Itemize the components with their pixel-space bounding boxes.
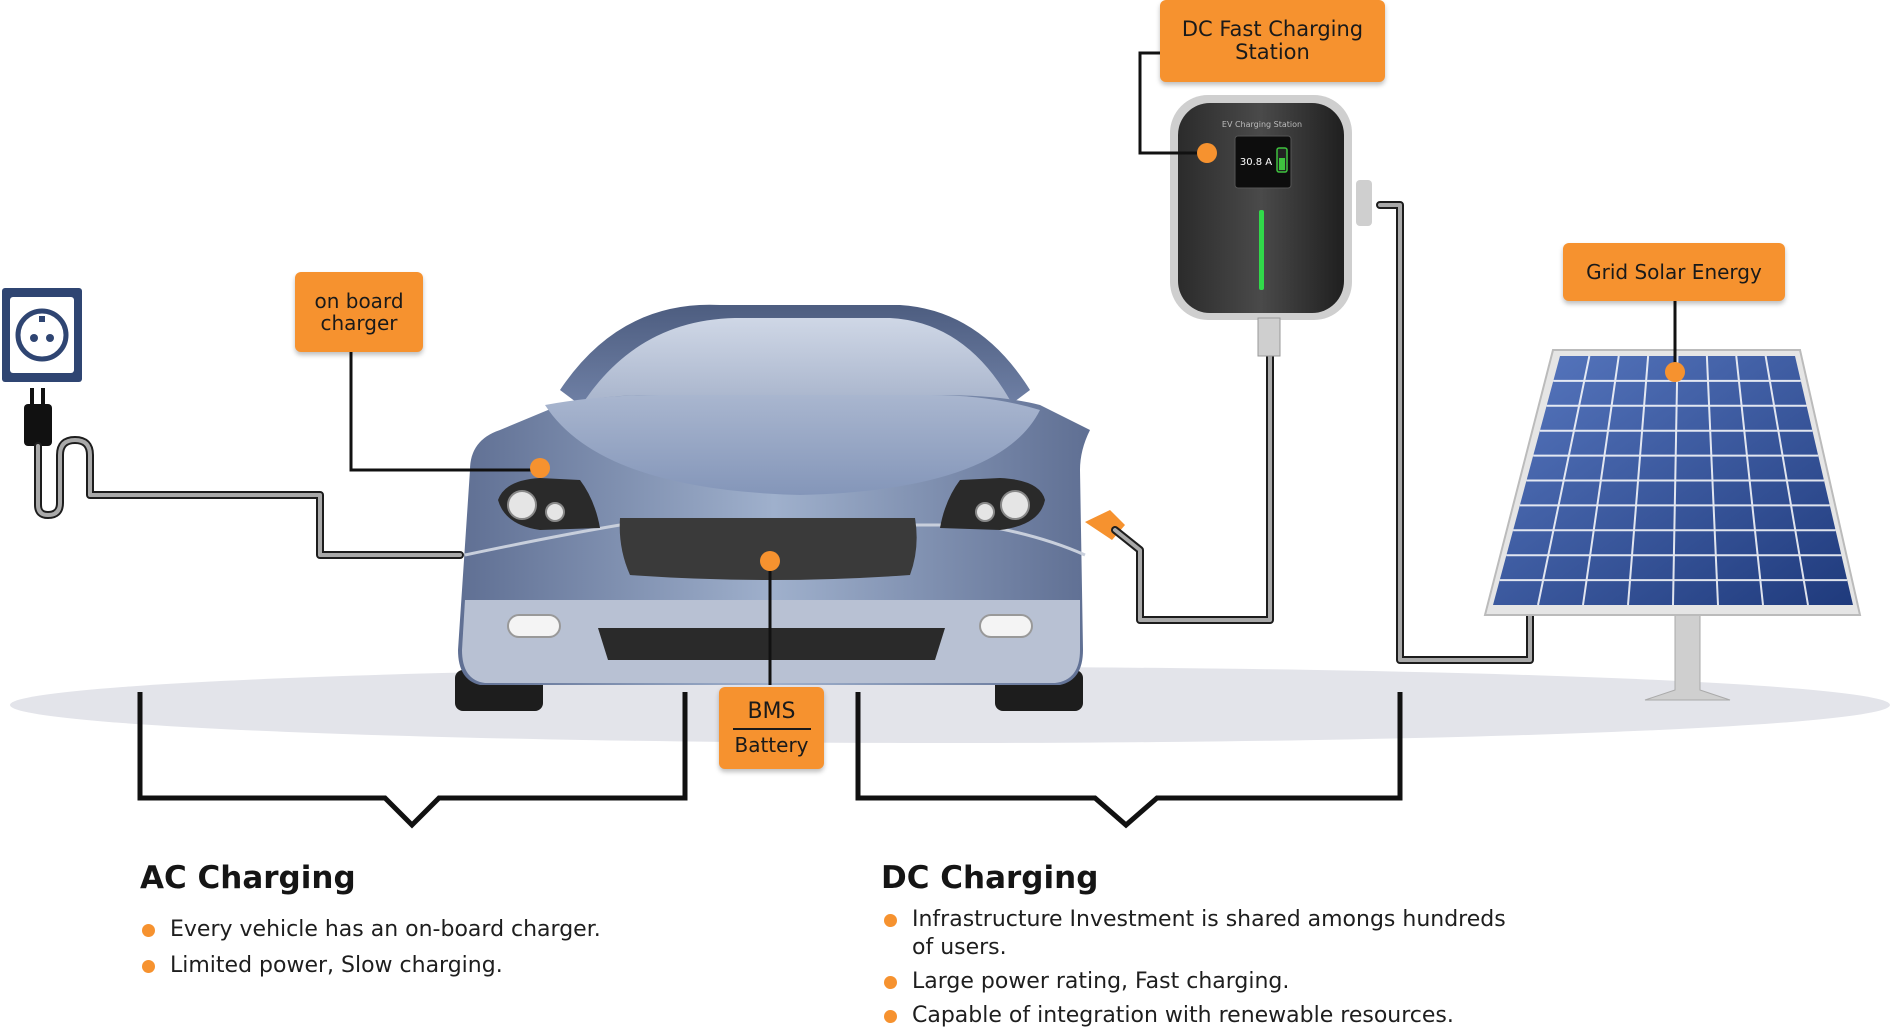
ac-brace (137, 692, 688, 829)
marker-dc-station (1197, 143, 1217, 163)
callout-bms-line2: Battery (734, 733, 809, 758)
bullet-dot (142, 960, 155, 973)
bullet-dot (142, 924, 155, 937)
bullet-dot (884, 914, 897, 927)
list-item: Large power rating, Fast charging. (884, 968, 1584, 996)
callout-dc-station-line1: DC Fast Charging (1181, 16, 1364, 41)
callout-solar: Grid Solar Energy (1563, 243, 1785, 301)
plug-icon (24, 388, 52, 446)
callout-solar-label: Grid Solar Energy (1586, 260, 1762, 284)
callout-onboard-line1: on board (314, 289, 404, 313)
bullet-dot (884, 1010, 897, 1023)
car-front (455, 304, 1125, 711)
dc-brace (855, 692, 1403, 829)
station-status-light (1259, 210, 1264, 290)
charging-station: EV Charging Station 30.8 A (1170, 95, 1372, 357)
solar-panel (1483, 349, 1862, 701)
marker-onboard (530, 458, 550, 478)
list-item: Infrastructure Investment is shared amon… (884, 906, 1584, 962)
wall-socket-icon (2, 288, 82, 382)
dc-bullets: Infrastructure Investment is shared amon… (884, 906, 1584, 1030)
bullet-dot (884, 976, 897, 989)
list-item: Limited power, Slow charging. (142, 952, 702, 980)
callout-bms: BMS Battery (719, 687, 824, 769)
station-current: 30.8 A (1240, 157, 1272, 168)
callout-dc-station-line2: Station (1235, 40, 1310, 64)
marker-solar (1665, 362, 1685, 382)
callout-onboard-charger: on board charger (295, 272, 423, 352)
dc-charging-title: DC Charging (881, 860, 1099, 896)
list-item: Every vehicle has an on-board charger. (142, 916, 702, 944)
marker-bms (760, 551, 780, 571)
ac-cable (34, 436, 464, 559)
list-item: Capable of integration with renewable re… (884, 1002, 1584, 1030)
callout-dc-station: DC Fast Charging Station (1160, 0, 1385, 82)
ac-bullets: Every vehicle has an on-board charger. L… (142, 916, 702, 980)
ac-charging-title: AC Charging (140, 860, 356, 896)
callout-bms-line1: BMS (747, 698, 796, 724)
station-brand: EV Charging Station (1222, 120, 1302, 129)
leader-onboard (349, 352, 540, 472)
callout-onboard-line2: charger (320, 311, 398, 335)
grille (619, 518, 917, 580)
